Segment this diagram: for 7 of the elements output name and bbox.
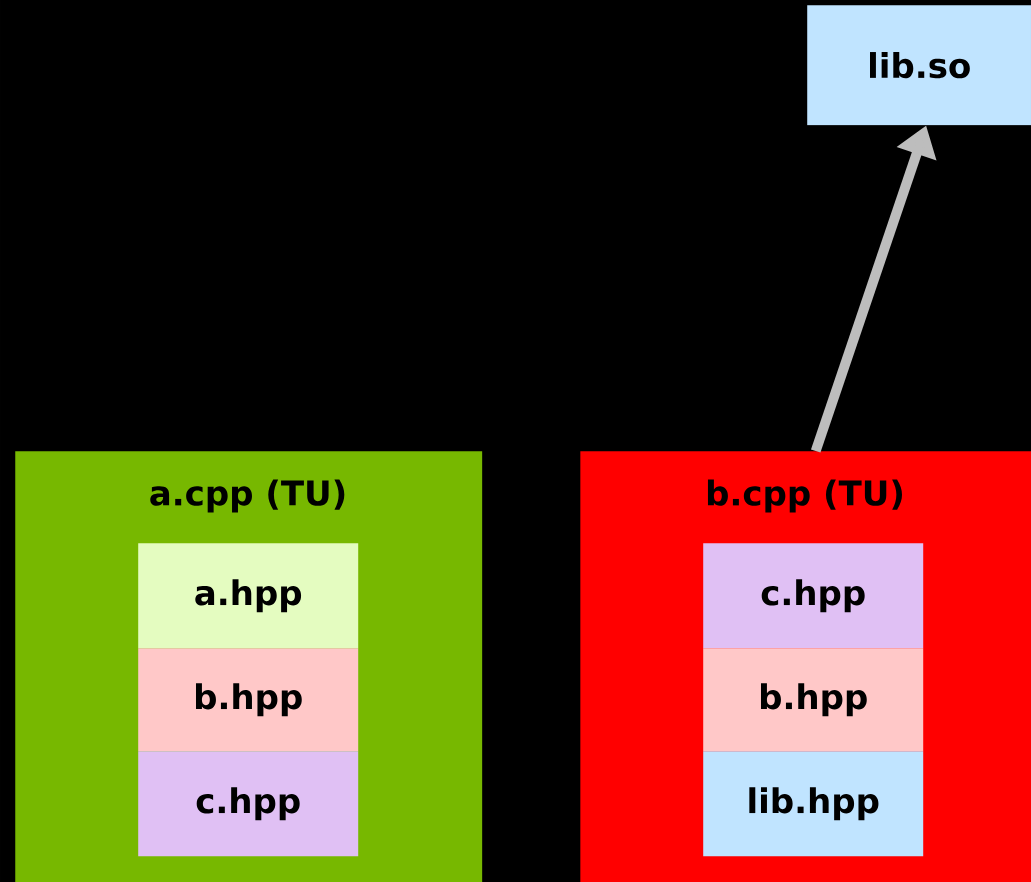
header-block: c.hpp bbox=[138, 751, 359, 857]
header-block: b.hpp bbox=[138, 648, 359, 752]
header-block: a.hpp bbox=[138, 543, 359, 649]
file-box: lib.so bbox=[807, 5, 1031, 126]
header-block: c.hpp bbox=[703, 543, 924, 649]
header-block: lib.hpp bbox=[703, 751, 924, 857]
header-block: b.hpp bbox=[703, 648, 924, 752]
